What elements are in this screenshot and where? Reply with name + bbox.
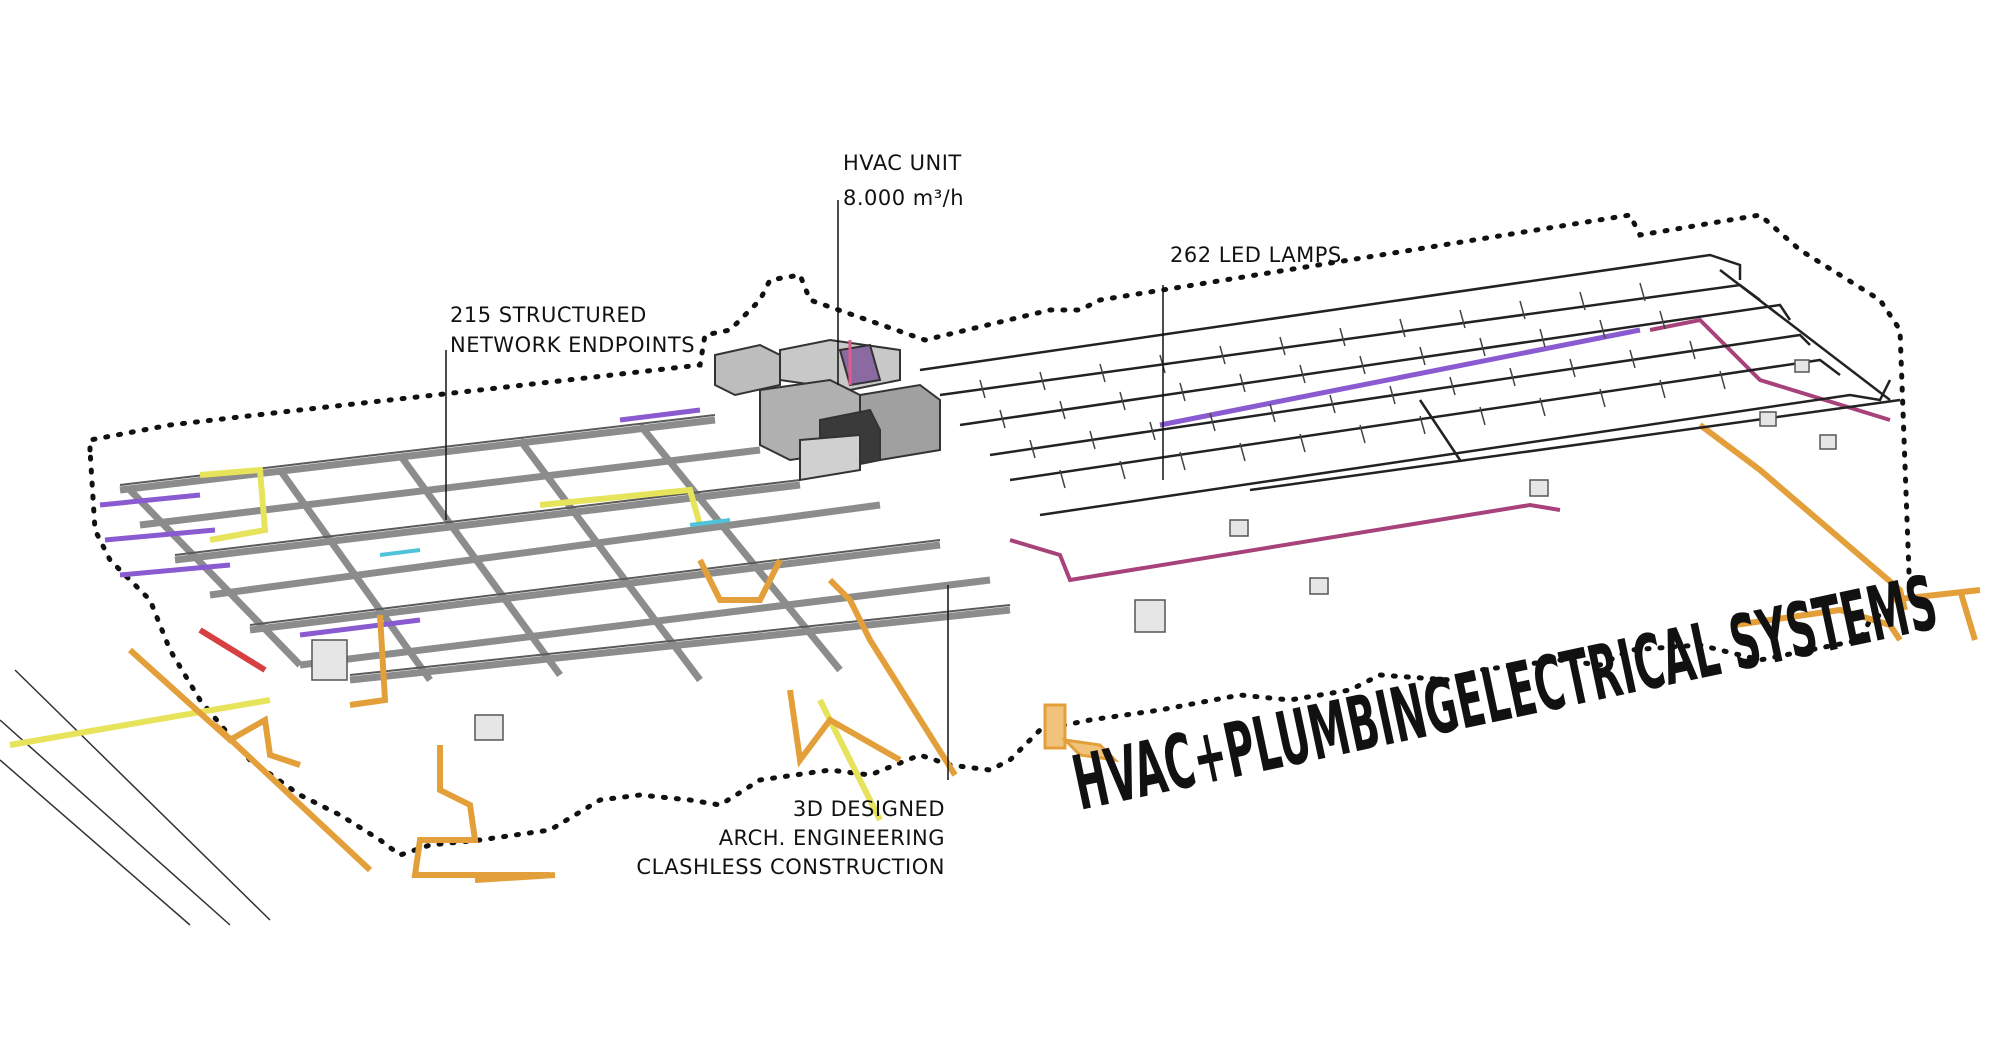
plumbing-orange <box>127 422 1981 883</box>
callout-hvac-unit: HVAC UNIT 8.000 m³/h <box>843 151 964 210</box>
callout-design-line3: CLASHLESS CONSTRUCTION <box>636 855 945 879</box>
callout-design: 3D DESIGNED ARCH. ENGINEERING CLASHLESS … <box>636 797 945 879</box>
yellow-pipes <box>9 466 883 822</box>
led-lamp-fixtures <box>979 282 1726 489</box>
callout-network-line1: 215 STRUCTURED <box>450 303 647 327</box>
svg-text:HVAC+PLUMBINGELECTRICAL SYSTEM: HVAC+PLUMBINGELECTRICAL SYSTEMS <box>1066 559 1945 827</box>
callout-hvac-unit-line2: 8.000 m³/h <box>843 186 964 210</box>
callout-led-lamps: 262 LED LAMPS <box>1170 243 1342 267</box>
hvac-unit-block <box>714 338 941 482</box>
led-lamp-grid <box>919 253 1901 517</box>
callout-leaders <box>445 200 1164 780</box>
ground-lines <box>0 669 271 926</box>
orange-stair <box>1043 703 1120 763</box>
callout-design-line2: ARCH. ENGINEERING <box>719 826 945 850</box>
callout-hvac-unit-line1: HVAC UNIT <box>843 151 962 175</box>
callout-design-line1: 3D DESIGNED <box>793 797 945 821</box>
red-pipe <box>198 627 267 673</box>
duct-network <box>119 416 1011 684</box>
equipment-boxes <box>311 359 1837 741</box>
main-title-part2: ELECTRICAL SYSTEMS <box>1448 559 1945 746</box>
main-title: HVAC+PLUMBINGELECTRICAL SYSTEMS <box>1066 559 1945 827</box>
main-title-part1: HVAC+PLUMBING <box>1066 661 1466 828</box>
callout-network: 215 STRUCTURED NETWORK ENDPOINTS <box>450 303 695 357</box>
building-boundary <box>87 212 1913 858</box>
cyan-pipes <box>379 518 731 557</box>
callout-network-line2: NETWORK ENDPOINTS <box>450 333 695 357</box>
magenta-cable <box>1009 317 1891 583</box>
purple-cables <box>99 327 1641 638</box>
callout-led-lamps-text: 262 LED LAMPS <box>1170 243 1342 267</box>
